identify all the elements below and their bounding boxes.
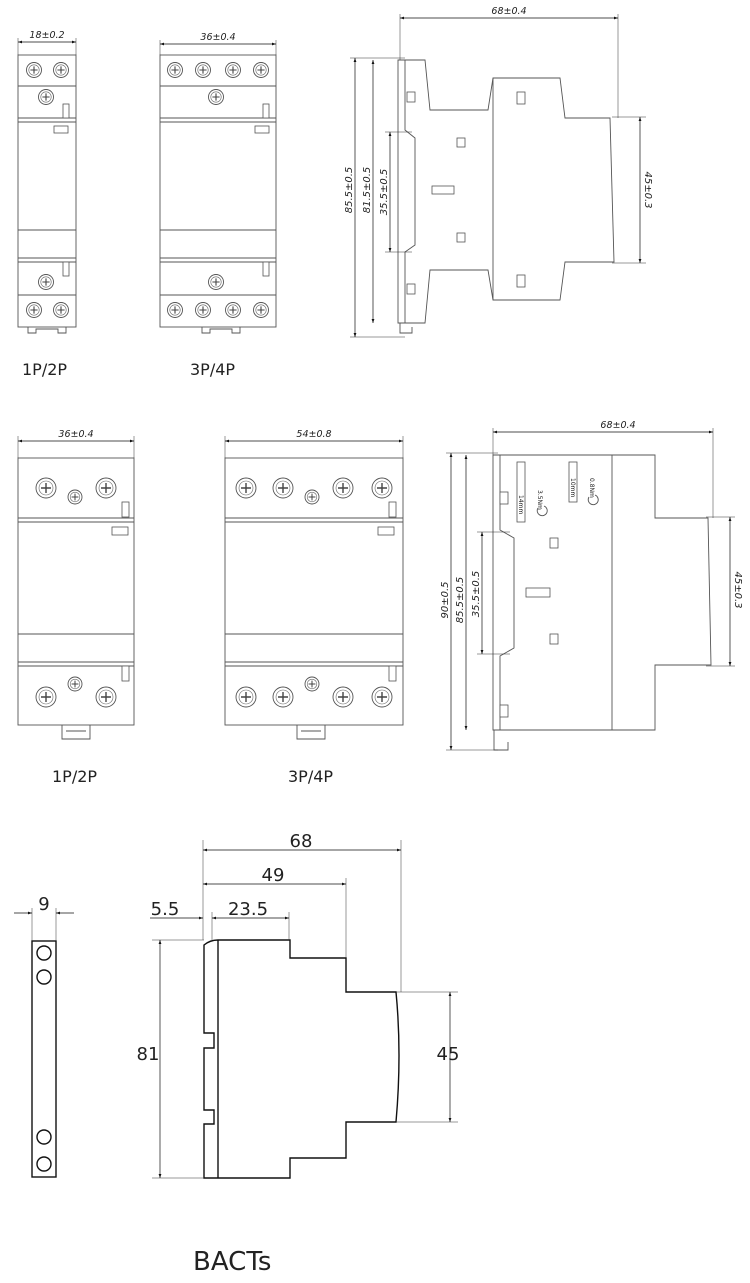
dim-815-label: 81.5±0.5 [362, 167, 373, 214]
dim-68-bottom-label: 68 [290, 831, 313, 852]
dimension-68-bottom: 68 [202, 831, 402, 992]
label-3p4p-mid: 3P/4P [288, 767, 333, 786]
front-view-3p4p-large [224, 457, 404, 740]
accessory-front-view: 9 [14, 894, 74, 1178]
dimension-width-18: 18±0.2 [17, 30, 77, 55]
dimension-49-bottom: 49 [203, 865, 347, 958]
dim-68-mid-label: 68±0.4 [600, 420, 635, 431]
dim-36-mid-label: 36±0.4 [58, 429, 93, 440]
front-view-3p4p-small [159, 54, 277, 334]
dim-45-top-label: 45±0.3 [642, 171, 653, 208]
strip-length-2: 10mm [569, 478, 576, 497]
torque-2: 0.8Nm [588, 478, 595, 498]
dimension-depth-68-top: 68±0.4 [399, 6, 619, 118]
dim-36-top-label: 36±0.4 [200, 32, 235, 43]
dim-855-top-label: 85.5±0.5 [344, 167, 355, 214]
torque-1: 3.5Nm [536, 490, 543, 510]
dim-55-label: 5.5 [151, 899, 180, 920]
dim-18-label: 18±0.2 [29, 30, 64, 41]
dim-49-label: 49 [262, 865, 285, 886]
dimension-height-815-top: 81.5±0.5 [362, 60, 375, 323]
dim-81-label: 81 [137, 1044, 160, 1065]
dim-45-bottom-label: 45 [437, 1044, 460, 1065]
dimension-width-36-top: 36±0.4 [159, 32, 277, 55]
dimension-width-54: 54±0.8 [224, 429, 404, 458]
label-3p4p-top: 3P/4P [190, 360, 235, 379]
label-1p2p-top: 1P/2P [22, 360, 67, 379]
dimension-height-45-mid: 45±0.3 [706, 516, 743, 667]
dimension-height-355-top: 35.5±0.5 [379, 131, 412, 253]
dimension-55-bottom: 5.5 [150, 899, 203, 920]
front-view-1p2p-large [17, 457, 135, 740]
dimension-235-bottom: 23.5 [211, 899, 290, 940]
strip-length-1: 14mm [517, 495, 524, 514]
dim-45-mid-label: 45±0.3 [732, 571, 743, 608]
side-view-middle: 14mm 10mm 3.5Nm 0.8Nm [492, 454, 712, 751]
dimension-width-36-mid: 36±0.4 [17, 429, 135, 458]
accessory-side-view [203, 939, 400, 1179]
dim-855-mid-label: 85.5±0.5 [455, 577, 466, 624]
dimension-height-855-top: 85.5±0.5 [344, 57, 405, 338]
dim-90-label: 90±0.5 [440, 581, 451, 618]
dimension-height-90: 90±0.5 [440, 452, 498, 751]
brand-label: BACTs [193, 1247, 271, 1277]
dim-68-top-label: 68±0.4 [491, 6, 526, 17]
dim-355-top-label: 35.5±0.5 [379, 169, 390, 216]
dim-235-label: 23.5 [228, 899, 268, 920]
label-1p2p-mid: 1P/2P [52, 767, 97, 786]
dimension-height-855-mid: 85.5±0.5 [455, 455, 468, 730]
side-view-top [397, 59, 615, 334]
dim-355-mid-label: 35.5±0.5 [471, 571, 482, 618]
dimension-height-355-mid: 35.5±0.5 [471, 531, 510, 655]
dimension-45-bottom: 45 [396, 991, 460, 1123]
dim-9-label: 9 [38, 894, 49, 915]
dimension-depth-68-mid: 68±0.4 [492, 420, 714, 518]
front-view-1p2p-small [17, 54, 77, 334]
dimension-height-45-top: 45±0.3 [612, 116, 653, 264]
dim-54-label: 54±0.8 [296, 429, 331, 440]
dimension-81-bottom: 81 [137, 939, 204, 1179]
